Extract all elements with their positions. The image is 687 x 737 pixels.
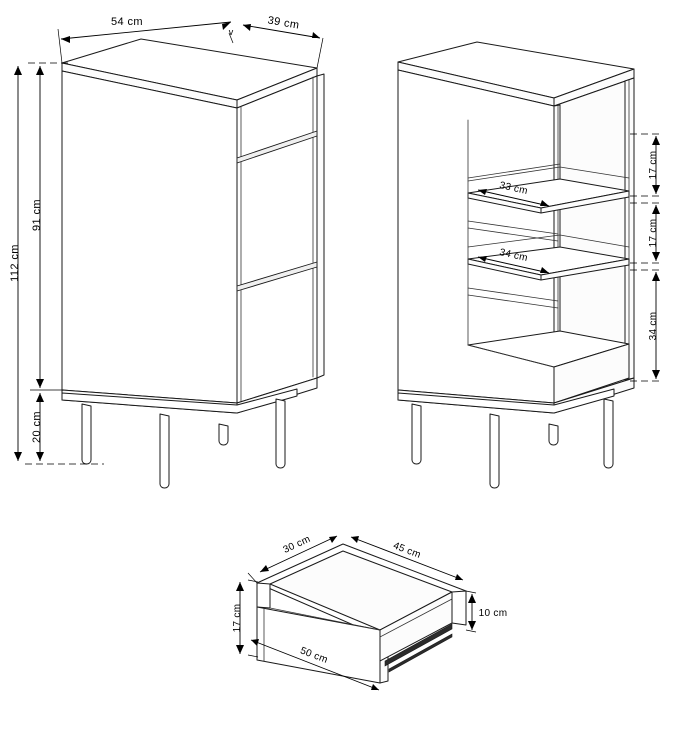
cabinet-left-side-panel — [61, 70, 238, 404]
cabinet-plinth — [61, 388, 298, 414]
open-upper-shelf-right — [540, 190, 630, 214]
open-leg-back-center — [548, 423, 559, 446]
drawer-base-line — [269, 607, 381, 631]
open-upper-shelf-back-line — [467, 166, 561, 182]
open-rail-2 — [467, 227, 559, 242]
open-lower-shelf-back-line — [467, 234, 561, 248]
leg-front-left — [81, 403, 92, 465]
drawer-right-wall — [451, 590, 467, 626]
drawer-runner-strip-2 — [388, 633, 453, 673]
drawer-view: 30 cm 45 cm 17 cm — [232, 534, 508, 691]
leg-front-center — [159, 413, 170, 489]
dim-label-54: 54 cm — [111, 16, 143, 28]
open-upper-shelf-right-back — [559, 166, 630, 179]
open-leg-front-right — [603, 398, 614, 469]
front-cabinet-view: 54 cm v 39 cm 112 — [9, 14, 325, 489]
dim-width-54: 54 cm — [57, 16, 234, 64]
view-marker-v: v — [229, 27, 234, 37]
drawer-right-wall-face — [379, 591, 453, 662]
cabinet-legs-group — [81, 398, 286, 489]
dim-depth-39: 39 cm — [242, 14, 324, 69]
drawer-left-wall — [256, 582, 271, 609]
dim-label-17-mid: 17 cm — [648, 219, 659, 248]
dim-drawer-10: 10 cm — [465, 590, 508, 633]
cabinet-right-side-sliver — [316, 73, 325, 379]
open-cabinet-view: 33 cm 34 cm 17 cm — [397, 41, 662, 489]
open-floor-front-edge — [467, 344, 555, 368]
cabinet-front-face — [236, 75, 318, 404]
open-rail-3 — [467, 287, 559, 302]
dim-label-17-top: 17 cm — [648, 151, 659, 180]
dim-compartments-right: 17 cm 17 cm 34 cm — [630, 133, 662, 382]
dim-label-20: 20 cm — [31, 411, 43, 443]
dim-label-10: 10 cm — [479, 608, 508, 619]
front-gap-1 — [236, 130, 318, 164]
drawer-runner-strip — [384, 623, 453, 667]
open-plinth — [397, 388, 615, 414]
dim-label-30: 30 cm — [282, 534, 313, 556]
dim-label-112: 112 cm — [9, 244, 21, 282]
dim-label-34-height: 34 cm — [648, 312, 659, 341]
dim-label-91: 91 cm — [31, 199, 43, 231]
open-upper-shelf-back-line2 — [467, 163, 561, 179]
dim-label-39: 39 cm — [267, 14, 301, 31]
leg-back-center — [218, 423, 229, 446]
open-lower-shelf-right-back — [559, 234, 630, 248]
drawer-right-wall-line — [379, 598, 453, 638]
dim-label-45: 45 cm — [392, 540, 423, 561]
leg-front-right — [275, 398, 286, 469]
dim-heights-left: 112 cm 91 cm 20 cm — [9, 62, 104, 465]
open-right-inner-stile — [624, 77, 635, 381]
open-lower-shelf-right — [540, 258, 630, 281]
open-bottom-panel-face — [553, 343, 630, 404]
open-rail-4 — [467, 294, 559, 309]
open-rail-1 — [467, 220, 559, 235]
front-gap-2 — [236, 261, 318, 292]
dim-drawer-17: 17 cm — [232, 579, 259, 658]
open-legs-group — [411, 398, 614, 489]
open-leg-front-center — [489, 413, 500, 489]
open-leg-front-left — [411, 403, 422, 465]
dim-label-17-drawer: 17 cm — [232, 604, 243, 633]
